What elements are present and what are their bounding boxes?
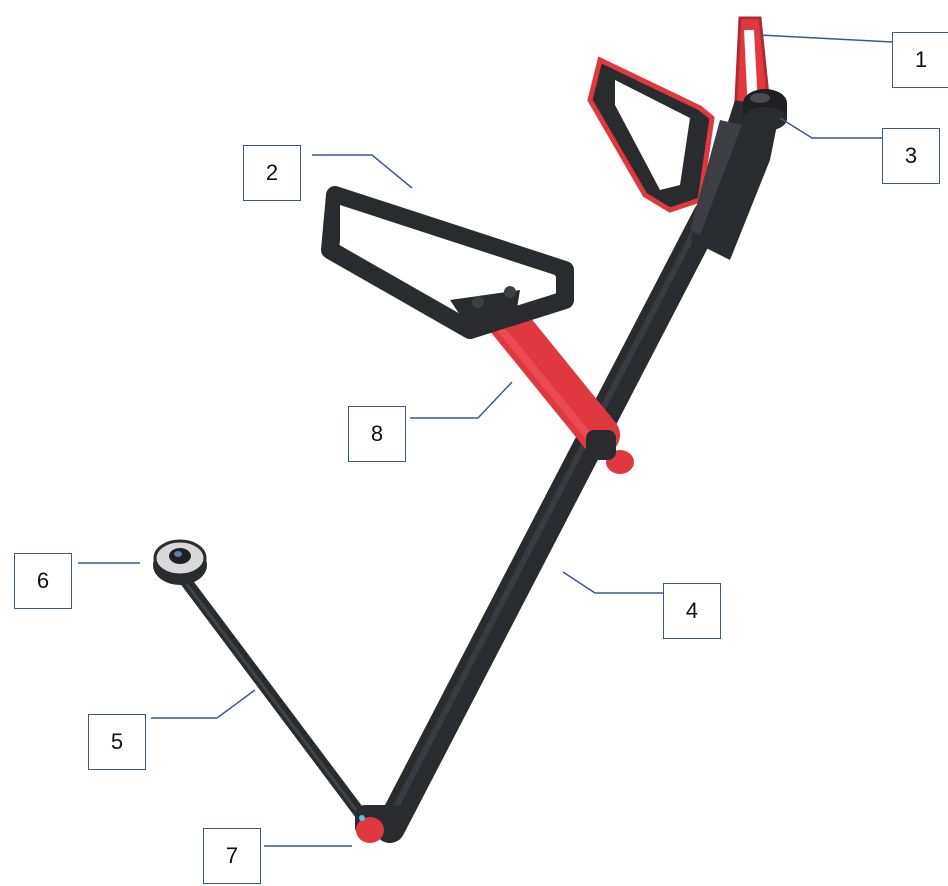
leader-line-2 [312, 155, 412, 188]
lower-arm [182, 578, 365, 820]
callout-4: 4 [663, 583, 721, 639]
display-screen [330, 195, 565, 330]
callout-2: 2 [243, 145, 301, 201]
callout-1: 1 [892, 32, 948, 88]
leader-line-8 [410, 382, 512, 418]
top-cap-knob [743, 89, 787, 131]
callout-5: 5 [88, 714, 146, 770]
callout-3: 3 [882, 128, 940, 184]
leader-line-1 [760, 35, 892, 42]
leader-line-3 [780, 118, 882, 138]
callout-7: 7 [203, 828, 261, 884]
leader-line-5 [151, 690, 255, 718]
leader-line-4 [563, 572, 663, 593]
callout-6: 6 [14, 553, 72, 609]
camera-head [153, 541, 207, 585]
callout-8: 8 [348, 406, 406, 462]
